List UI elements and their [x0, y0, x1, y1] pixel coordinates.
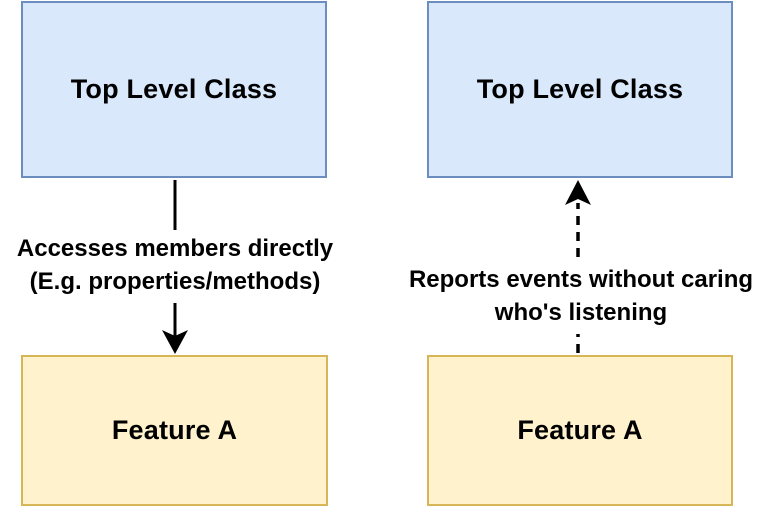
feature-a-box-left: Feature A	[21, 355, 328, 506]
feature-a-label-right: Feature A	[517, 415, 643, 445]
direct-access-edge-label-line1: Accesses members directly	[16, 235, 334, 262]
dashed-arrow-up-head	[565, 180, 591, 205]
event-report-edge-label: Reports events without caring who's list…	[402, 261, 760, 334]
top-level-class-label-right: Top Level Class	[476, 74, 684, 104]
event-report-edge-label-line2: who's listening	[494, 299, 668, 326]
top-level-class-box-right: Top Level Class	[427, 1, 733, 178]
top-level-class-label-left: Top Level Class	[70, 74, 278, 104]
event-report-edge-label-line1: Reports events without caring	[408, 266, 754, 293]
feature-a-label-left: Feature A	[111, 415, 238, 445]
solid-arrow-down-head	[162, 330, 188, 354]
direct-access-edge-label: Accesses members directly (E.g. properti…	[10, 230, 340, 303]
top-level-class-box-left: Top Level Class	[21, 1, 327, 178]
feature-a-box-right: Feature A	[427, 355, 733, 506]
direct-access-edge-label-line2: (E.g. properties/methods)	[29, 268, 321, 295]
